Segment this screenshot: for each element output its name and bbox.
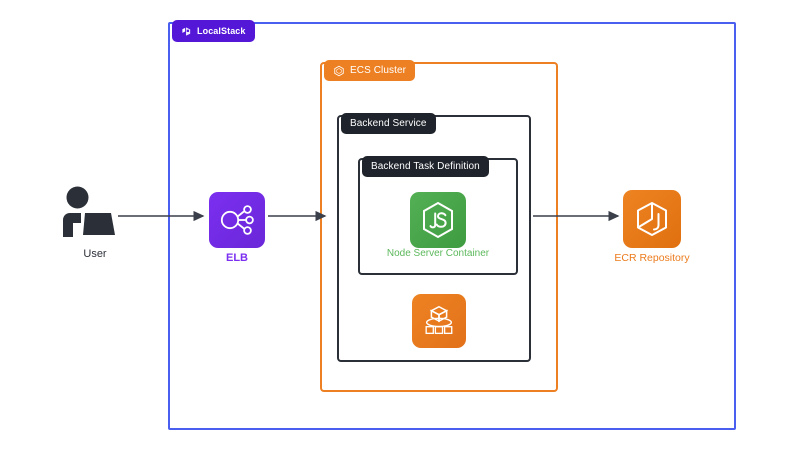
nodejs-js-hexagon-icon xyxy=(423,201,453,239)
user-at-laptop-icon xyxy=(63,186,115,237)
node-ecs-task[interactable] xyxy=(412,294,466,348)
badge-localstack-label: LocalStack xyxy=(197,26,246,36)
elastic-load-balancer-icon xyxy=(220,205,254,235)
badge-ecs-cluster: ECS Cluster xyxy=(324,60,416,81)
node-elb[interactable] xyxy=(209,192,265,248)
badge-backend-service-label: Backend Service xyxy=(350,118,427,129)
node-node-server-container[interactable] xyxy=(410,192,466,248)
ecs-cluster-icon xyxy=(334,65,344,76)
ecs-task-container-icon xyxy=(425,305,453,335)
node-label-user: User xyxy=(83,248,107,260)
boundary-ecs-cluster xyxy=(320,62,558,392)
node-ecr-repository[interactable] xyxy=(623,190,681,248)
localstack-logo-icon xyxy=(182,26,191,36)
node-label-ecr-repository: ECR Repository xyxy=(614,252,690,264)
badge-backend-task-definition-label: Backend Task Definition xyxy=(371,161,480,172)
node-label-elb: ELB xyxy=(226,252,248,264)
node-label-node-server-container: Node Server Container xyxy=(386,248,490,259)
badge-backend-task-definition: Backend Task Definition xyxy=(362,156,489,177)
badge-backend-service: Backend Service xyxy=(341,113,436,134)
badge-ecs-cluster-label: ECS Cluster xyxy=(350,65,407,76)
ecr-repository-box-icon xyxy=(637,202,667,236)
boundary-localstack xyxy=(168,22,736,430)
badge-localstack: LocalStack xyxy=(172,20,255,42)
